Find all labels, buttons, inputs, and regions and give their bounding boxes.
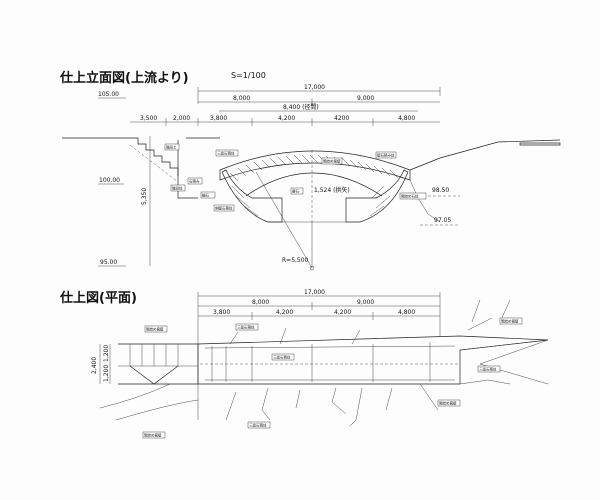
- dim-rise: 1,524 (拱矢): [314, 186, 350, 194]
- tag-p3: 間詰め擁壁: [501, 319, 519, 324]
- plan-bridge-deck: [118, 335, 549, 385]
- tag-e4: 輪石: [202, 193, 209, 198]
- level-105: 105.00: [98, 91, 119, 98]
- level-9705: 97.05: [434, 217, 451, 224]
- tag-e5: 要石: [292, 189, 300, 194]
- dim-d6: 4,800: [398, 115, 415, 122]
- elevation-tags: 階段工 階段詳 石積み 三面石積詳 輪石 要石 側壁石積詳 間詰め擁壁 間詰め石…: [164, 143, 427, 212]
- left-abutment-steps: [62, 137, 220, 199]
- plan-contours: [99, 299, 511, 427]
- tag-e9: 壁石積み詳: [377, 153, 395, 158]
- tag-e2: 石積み: [189, 179, 200, 184]
- tag-e8: 間詰め石詳: [401, 194, 419, 199]
- level-985: 98.50: [432, 187, 449, 194]
- level-95: 95.00: [100, 259, 117, 266]
- dim-d3: 3,800: [210, 115, 227, 122]
- dim-right-half: 9,000: [357, 95, 374, 102]
- plan-dim-w1: 1,200: [103, 345, 110, 362]
- tag-p2: 三面石積詳: [273, 355, 291, 360]
- dim-left-half: 8,000: [233, 95, 250, 102]
- dim-height: 5,350: [141, 188, 148, 205]
- plan-dim-d3: 3,800: [213, 309, 230, 316]
- tag-e1: 階段詳: [172, 186, 183, 191]
- dim-d5: 4200: [334, 115, 349, 122]
- plan-dim-d4: 4,200: [276, 309, 293, 316]
- plan-dim-left-half: 8,000: [252, 299, 269, 306]
- tag-p5: 間詰め擁壁: [439, 401, 457, 406]
- tag-p7: 三面石積詳: [249, 423, 267, 428]
- dim-d1: 3,500: [140, 115, 157, 122]
- plan-dim-w2: 1,200: [103, 365, 110, 382]
- tag-p0: 間詰め擁壁: [146, 327, 164, 332]
- tag-e7: 間詰め擁壁: [323, 159, 341, 164]
- dim-radius: R=5,500: [282, 257, 309, 264]
- left-spandrel: [221, 169, 283, 223]
- plan-dimensions: 17,000 8,000 9,000 3,800 4,200 4,200 4,8…: [197, 289, 441, 420]
- scale-label: S=1/100: [231, 71, 266, 80]
- plan-dim-width: 2,400: [91, 357, 98, 374]
- dim-total: 17,000: [304, 84, 325, 91]
- plan-dim-total: 17,000: [304, 289, 325, 296]
- plan-title: 仕上図(平面): [59, 290, 137, 306]
- right-abutment: 98.50 97.05: [409, 139, 561, 226]
- plan-dim-d6: 4,800: [398, 309, 415, 316]
- tag-p4: 三面石積詳: [479, 367, 497, 372]
- elevation-dimensions: 17,000 8,000 9,000 8,400 (径間) 3,500 2,00…: [130, 84, 441, 126]
- arch-bridge: 1,524 (拱矢): [219, 150, 411, 223]
- arch-intrados: [245, 172, 383, 197]
- elevation-title: 仕上立面図(上流より): [59, 70, 189, 86]
- dim-d2: 2,000: [173, 115, 190, 122]
- plan-dim-d5: 4,200: [334, 309, 351, 316]
- level-100: 100.00: [99, 177, 120, 184]
- plan-dim-right-half: 9,000: [357, 299, 374, 306]
- plan-width-dims: 2,400 1,200 1,200: [91, 344, 111, 384]
- tag-p1: 三面石積詳: [237, 325, 255, 330]
- tag-e0: 階段工: [166, 145, 177, 150]
- tag-e3: 三面石積詳: [217, 151, 235, 156]
- right-spandrel: [345, 169, 409, 223]
- dim-span: 8,400 (径間): [283, 103, 319, 111]
- tag-p6: 間詰め擁壁: [144, 433, 162, 438]
- plan-tags: 間詰め擁壁 三面石積詳 三面石積詳 間詰め擁壁 三面石積詳 間詰め擁壁 間詰め擁…: [142, 317, 523, 439]
- tag-e6: 側壁石積詳: [215, 206, 233, 211]
- dim-d4: 4,200: [278, 115, 295, 122]
- radius-leader: R=5,500: [255, 171, 315, 271]
- level-marks: 105.00 100.00 95.00 5,350: [98, 91, 151, 267]
